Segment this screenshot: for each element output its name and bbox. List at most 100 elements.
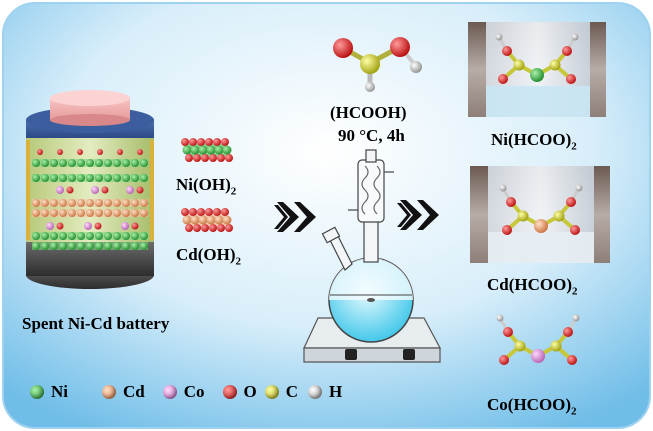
cadmium-hydroxide-label: Cd(OH)2 — [176, 245, 241, 268]
ni-atom — [140, 159, 148, 167]
cd-atom — [122, 209, 130, 217]
ni-formate-label: Ni(HCOO)2 — [491, 130, 577, 153]
formic-acid-molecule — [333, 37, 422, 92]
o-atom — [181, 208, 189, 216]
cd-atom — [50, 199, 58, 207]
cd-atom — [182, 215, 192, 225]
cd-atom — [104, 209, 112, 217]
cd-atom — [68, 209, 76, 217]
ni-atom — [50, 174, 58, 182]
reagent-label: (HCOOH) — [330, 103, 407, 122]
co-atom — [84, 222, 92, 230]
o-atom — [37, 149, 43, 155]
cd-atom — [32, 199, 40, 207]
o-atom — [502, 46, 512, 56]
o-atom — [499, 355, 509, 365]
ni-atom — [68, 232, 76, 240]
ni-atom — [59, 159, 67, 167]
o-atom — [193, 154, 201, 162]
nickel-hydroxide-crystal — [181, 138, 233, 162]
cd-atom — [206, 215, 216, 225]
o-atom — [506, 197, 516, 207]
ni-atom — [86, 174, 94, 182]
cd-atom — [190, 215, 200, 225]
ni-atom — [41, 159, 49, 167]
ni-atom — [68, 242, 76, 250]
o-atom — [181, 138, 189, 146]
ni-atom — [77, 159, 85, 167]
ni-formate-molecule — [495, 33, 579, 84]
nickel-hydroxide-label: Ni(OH)2 — [176, 175, 237, 198]
ni-atom — [95, 174, 103, 182]
reflux-flask-apparatus — [303, 149, 441, 363]
cd-atom — [95, 199, 103, 207]
cd-atom — [214, 215, 224, 225]
o-atom — [201, 154, 209, 162]
h-atom-icon — [308, 385, 323, 399]
h-atom — [496, 314, 504, 322]
ni-atom — [59, 232, 67, 240]
ni-atom — [113, 232, 121, 240]
battery-illustration — [26, 90, 154, 289]
ni-atom — [214, 145, 224, 155]
ni-atom — [32, 174, 40, 182]
cd-atom — [86, 199, 94, 207]
h-atom — [572, 314, 580, 322]
c-atom — [513, 59, 525, 71]
ni-atom — [182, 145, 192, 155]
ni-atom — [59, 242, 67, 250]
c-atom — [549, 59, 561, 71]
ni-atom — [131, 159, 139, 167]
legend-item-co: Co — [162, 382, 205, 402]
ni-atom — [95, 232, 103, 240]
ni-atom — [32, 232, 40, 240]
cd-formate-vial-photo — [470, 166, 610, 263]
cd-atom — [95, 209, 103, 217]
o-atom — [117, 149, 123, 155]
o-atom — [562, 46, 572, 56]
o-atom — [131, 222, 139, 230]
c-atom — [514, 340, 526, 352]
o-atom — [221, 138, 229, 146]
o-atom — [217, 224, 225, 232]
ni-atom — [41, 232, 49, 240]
cd-atom — [41, 199, 49, 207]
o-atom — [137, 149, 143, 155]
cd-atom — [140, 199, 148, 207]
ni-atom — [50, 232, 58, 240]
h-atom — [571, 33, 579, 41]
o-atom — [201, 224, 209, 232]
c-atom — [550, 340, 562, 352]
legend-item-o: O — [222, 382, 257, 402]
ni-atom — [77, 232, 85, 240]
cd-formate-molecule — [499, 184, 583, 235]
cd-atom — [534, 219, 548, 233]
ni-atom — [131, 242, 139, 250]
o-atom — [197, 138, 205, 146]
ni-atom — [104, 174, 112, 182]
ni-atom — [131, 232, 139, 240]
cd-atom — [59, 209, 67, 217]
ni-formate-vial-photo — [468, 22, 606, 117]
cd-formate-label: Cd(HCOO)2 — [487, 275, 578, 298]
o-atom — [563, 327, 573, 337]
ni-atom — [140, 232, 148, 240]
o-atom — [101, 186, 109, 194]
co-atom — [121, 222, 129, 230]
o-atom — [213, 208, 221, 216]
c-atom — [517, 210, 529, 222]
ni-atom — [113, 242, 121, 250]
o-atom — [570, 225, 580, 235]
ni-atom — [122, 242, 130, 250]
o-atom — [213, 138, 221, 146]
co-atom-icon — [162, 385, 177, 399]
o-atom — [498, 74, 508, 84]
o-atom — [66, 186, 74, 194]
o-atom — [221, 208, 229, 216]
cd-atom — [113, 209, 121, 217]
cd-atom — [131, 199, 139, 207]
cd-atom — [198, 215, 208, 225]
ni-atom — [222, 145, 232, 155]
h-atom — [575, 184, 583, 192]
h-atom — [499, 184, 507, 192]
